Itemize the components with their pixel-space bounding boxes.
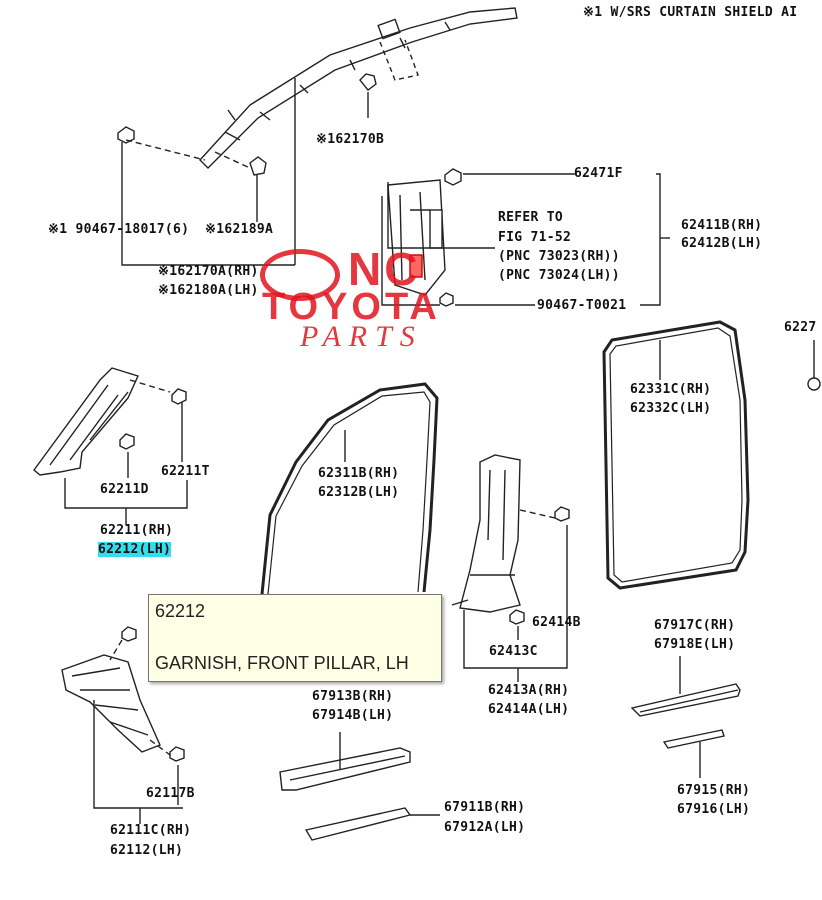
center-pillar-garnish: [451, 454, 570, 682]
rear-door-weatherstrip: [602, 320, 750, 590]
label-62413a[interactable]: 62413A(RH): [488, 683, 570, 698]
tooltip-part-name: GARNISH, FRONT PILLAR, LH: [155, 653, 409, 673]
cowl-side-trim: [61, 626, 185, 824]
label-62414a[interactable]: 62414A(LH): [488, 702, 570, 717]
front-door-weatherstrip: [260, 382, 439, 595]
scuff-plates: [279, 656, 741, 841]
label-62211t[interactable]: 62211T: [161, 464, 210, 479]
label-62170a[interactable]: ※162170A(RH): [158, 264, 259, 279]
airbag-clips: [117, 73, 377, 266]
part-tooltip: 62212 GARNISH, FRONT PILLAR, LH: [148, 594, 442, 682]
label-90467-18017[interactable]: ※1 90467-18017(6): [48, 222, 190, 237]
label-62414b[interactable]: 62414B: [532, 615, 581, 630]
watermark-line1: NC: [348, 243, 421, 295]
watermark-logo-ring: [260, 249, 340, 301]
front-pillar-garnish: [33, 367, 188, 525]
label-6227[interactable]: 6227: [784, 320, 817, 335]
label-62211[interactable]: 62211(RH): [100, 523, 174, 538]
label-67915[interactable]: 67915(RH): [677, 783, 751, 798]
label-62331c[interactable]: 62331C(RH): [630, 382, 712, 397]
label-67918e[interactable]: 67918E(LH): [654, 637, 736, 652]
label-67912a[interactable]: 67912A(LH): [444, 820, 526, 835]
label-62411b[interactable]: 62411B(RH): [681, 218, 763, 233]
label-62212-highlighted[interactable]: 62212(LH): [98, 542, 172, 557]
refer-line4[interactable]: (PNC 73024(LH)): [498, 268, 620, 283]
label-62211d[interactable]: 62211D: [100, 482, 149, 497]
refer-line2[interactable]: FIG 71-52: [498, 230, 572, 245]
label-67917c[interactable]: 67917C(RH): [654, 618, 736, 633]
watermark-line2: TOYOTA: [262, 286, 441, 328]
label-62111c[interactable]: 62111C(RH): [110, 823, 192, 838]
label-67916[interactable]: 67916(LH): [677, 802, 751, 817]
label-62311b[interactable]: 62311B(RH): [318, 466, 400, 481]
label-62412b[interactable]: 62412B(LH): [681, 236, 763, 251]
label-62189a[interactable]: ※162189A: [205, 222, 274, 237]
front-pillar-upper: [381, 168, 670, 307]
refer-line1: REFER TO: [498, 210, 564, 225]
label-90467-t0021[interactable]: 90467-T0021: [537, 298, 627, 313]
right-edge-clip: [807, 340, 821, 391]
header-note: ※1 W/SRS CURTAIN SHIELD AI: [583, 5, 798, 20]
label-67913b[interactable]: 67913B(RH): [312, 689, 394, 704]
refer-line3[interactable]: (PNC 73023(RH)): [498, 249, 620, 264]
label-67911b[interactable]: 67911B(RH): [444, 800, 526, 815]
label-67914b[interactable]: 67914B(LH): [312, 708, 394, 723]
watermark-line3: PARTS: [300, 320, 423, 353]
label-62117b[interactable]: 62117B: [146, 786, 195, 801]
label-62413c[interactable]: 62413C: [489, 644, 538, 659]
label-62332c[interactable]: 62332C(LH): [630, 401, 712, 416]
curtain-shield-airbag: [199, 7, 518, 169]
label-62312b[interactable]: 62312B(LH): [318, 485, 400, 500]
label-62112[interactable]: 62112(LH): [110, 843, 184, 858]
label-62170b[interactable]: ※162170B: [316, 132, 385, 147]
tooltip-part-number: 62212: [155, 601, 206, 621]
label-62180a[interactable]: ※162180A(LH): [158, 283, 259, 298]
label-62471f[interactable]: 62471F: [574, 166, 623, 181]
